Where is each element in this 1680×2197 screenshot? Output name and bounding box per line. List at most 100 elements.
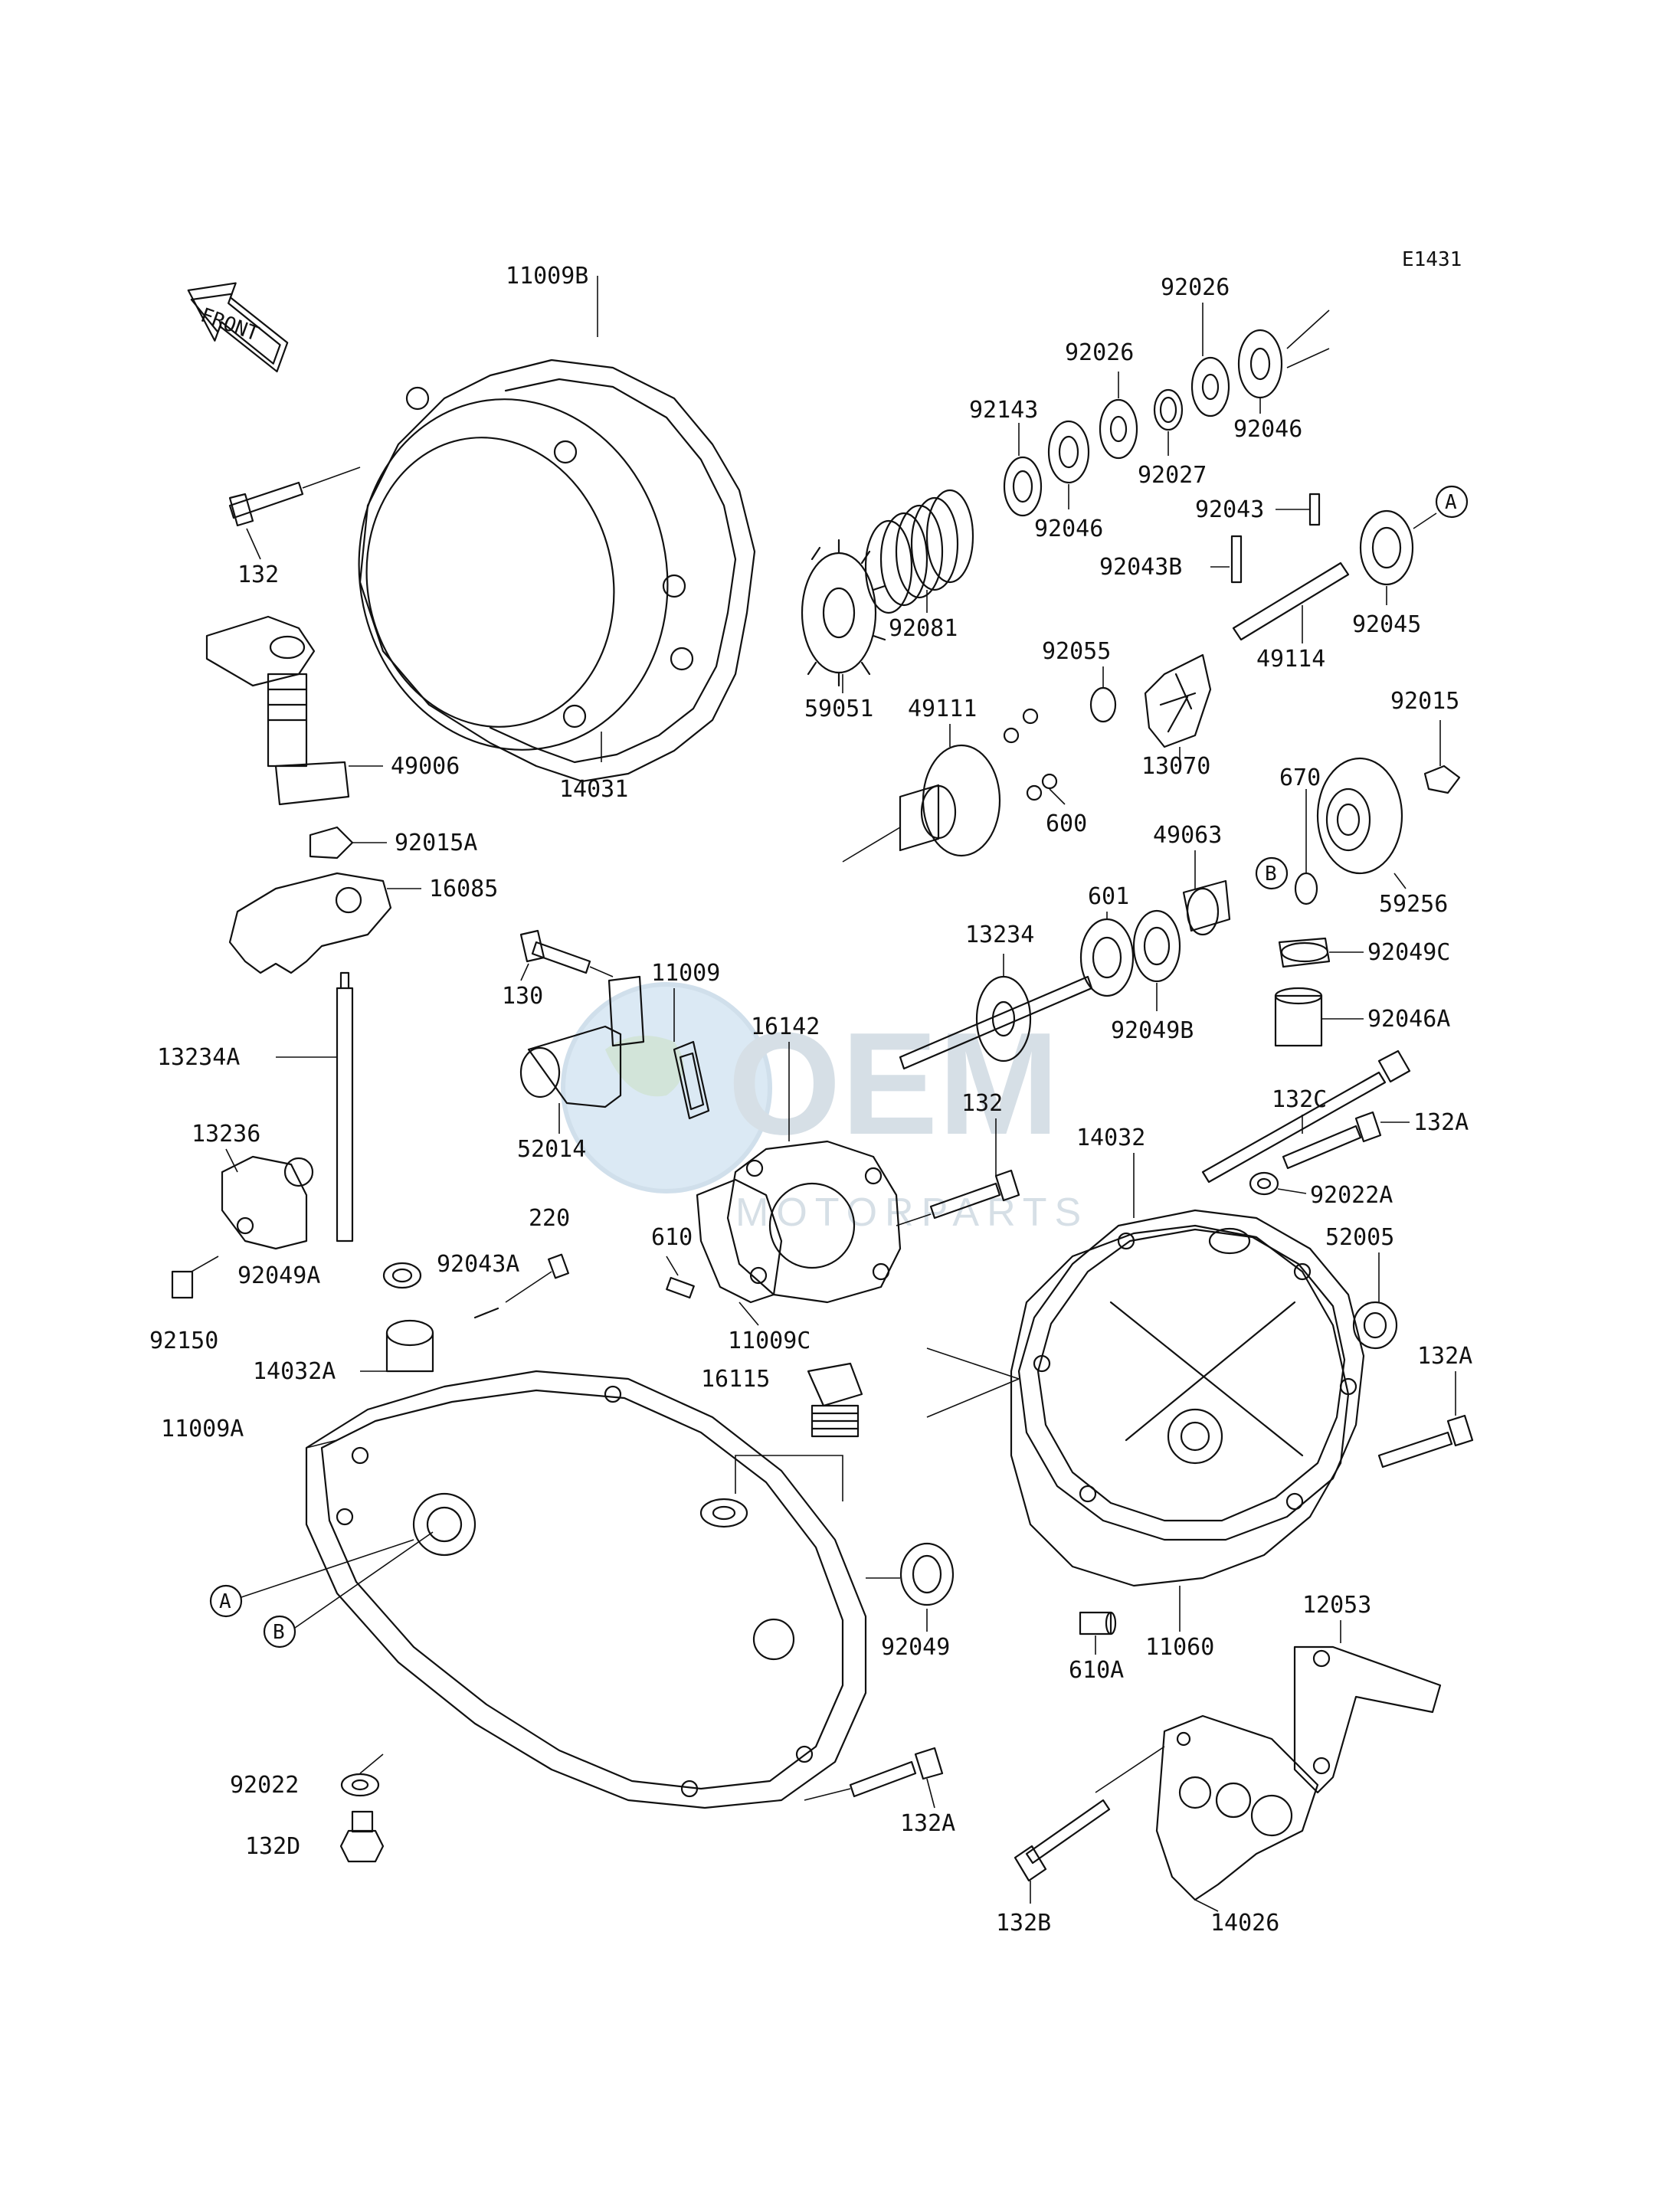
balls-600 bbox=[1003, 708, 1066, 805]
sleeve-49063 bbox=[1182, 850, 1231, 936]
washer-92026-b bbox=[1190, 303, 1230, 417]
label-132-top: 132 bbox=[237, 562, 279, 588]
label-132D: 132D bbox=[245, 1833, 300, 1860]
label-610A: 610A bbox=[1069, 1657, 1124, 1684]
plug-16115 bbox=[807, 1362, 863, 1438]
label-92046-b: 92046 bbox=[1233, 416, 1302, 443]
nut-92015A bbox=[309, 826, 387, 859]
label-92015A: 92015A bbox=[395, 830, 477, 856]
label-11009: 11009 bbox=[651, 960, 720, 987]
bolt-132-top bbox=[228, 467, 361, 560]
bolt-132D bbox=[339, 1810, 385, 1863]
label-14032A: 14032A bbox=[253, 1358, 336, 1385]
watermark-logo: OEM MOTORPARTS bbox=[561, 982, 1089, 1235]
seal-92049 bbox=[866, 1542, 955, 1632]
bolt-132A-bottom bbox=[804, 1747, 944, 1809]
collar-92143 bbox=[1003, 423, 1043, 517]
bolt-132C bbox=[1201, 1049, 1411, 1184]
bracket-12053 bbox=[1293, 1620, 1442, 1794]
label-132-mid: 132 bbox=[961, 1090, 1003, 1117]
label-601: 601 bbox=[1088, 883, 1129, 910]
callout-B-right: B bbox=[1255, 856, 1289, 890]
label-49006: 49006 bbox=[391, 753, 460, 780]
bolt-132A-right1 bbox=[1282, 1111, 1410, 1170]
label-14026: 14026 bbox=[1210, 1910, 1279, 1937]
label-92022: 92022 bbox=[230, 1772, 299, 1799]
shaft-13234 bbox=[899, 954, 1093, 1070]
label-11009A: 11009A bbox=[161, 1416, 244, 1442]
oring-670 bbox=[1294, 789, 1318, 905]
elbow-52014 bbox=[519, 975, 645, 1134]
bolt-132A-right2 bbox=[1377, 1371, 1474, 1468]
label-12053: 12053 bbox=[1302, 1592, 1371, 1619]
washer-92026-a bbox=[1099, 372, 1138, 460]
impeller-13070 bbox=[1144, 653, 1212, 770]
label-132A-right2: 132A bbox=[1417, 1343, 1472, 1370]
label-49111: 49111 bbox=[908, 696, 977, 722]
label-92055: 92055 bbox=[1042, 638, 1111, 665]
label-11009B: 11009B bbox=[506, 263, 588, 290]
callout-B-left: B bbox=[263, 1531, 434, 1649]
label-132B: 132B bbox=[996, 1910, 1051, 1937]
label-92049A: 92049A bbox=[237, 1262, 320, 1289]
label-92015: 92015 bbox=[1390, 688, 1459, 715]
label-13070: 13070 bbox=[1141, 753, 1210, 780]
label-92049B: 92049B bbox=[1111, 1017, 1194, 1044]
seal-92049B bbox=[1132, 909, 1181, 1011]
label-220: 220 bbox=[529, 1205, 570, 1232]
washer-92022 bbox=[340, 1753, 384, 1797]
guard-14026 bbox=[1095, 1714, 1319, 1912]
label-14032: 14032 bbox=[1076, 1125, 1145, 1151]
gear-59051 bbox=[801, 539, 886, 693]
label-92022A: 92022A bbox=[1310, 1182, 1393, 1209]
screw-92150 bbox=[171, 1256, 219, 1299]
label-670: 670 bbox=[1279, 765, 1321, 791]
bolt-132-mid bbox=[896, 1118, 1020, 1226]
label-92026-b: 92026 bbox=[1161, 274, 1230, 301]
callout-A-left: A bbox=[209, 1539, 414, 1618]
label-52014: 52014 bbox=[517, 1136, 586, 1163]
front-arrow-icon: FRONT bbox=[187, 282, 289, 373]
thrust-bearing-92046-a bbox=[1047, 420, 1090, 509]
gear-59256 bbox=[1316, 757, 1407, 889]
gasket-11009C bbox=[696, 1178, 783, 1326]
oring-92055 bbox=[1089, 666, 1117, 723]
seal-92049C bbox=[1278, 937, 1364, 968]
label-11060: 11060 bbox=[1145, 1634, 1214, 1661]
label-92143: 92143 bbox=[969, 397, 1038, 424]
label-132C: 132C bbox=[1272, 1086, 1327, 1113]
label-92045: 92045 bbox=[1352, 611, 1421, 638]
label-49114: 49114 bbox=[1256, 646, 1325, 673]
pin-92043B bbox=[1210, 535, 1243, 584]
label-13234A: 13234A bbox=[157, 1044, 240, 1071]
dowel-610A bbox=[1079, 1611, 1117, 1655]
watermark-text: MOTORPARTS bbox=[735, 1190, 1089, 1235]
label-52005: 52005 bbox=[1325, 1224, 1394, 1251]
label-132A-bottom: 132A bbox=[900, 1810, 955, 1837]
label-92150: 92150 bbox=[149, 1328, 218, 1354]
bracket-13236 bbox=[221, 1148, 314, 1250]
callout-letter: A bbox=[219, 1590, 231, 1613]
label-16142: 16142 bbox=[751, 1013, 820, 1040]
label-16085: 16085 bbox=[429, 876, 498, 902]
washer-92022A bbox=[1249, 1171, 1307, 1196]
label-49063: 49063 bbox=[1153, 822, 1222, 849]
label-92081: 92081 bbox=[889, 615, 958, 642]
seal-52005 bbox=[1352, 1252, 1398, 1350]
pump-cover-16142 bbox=[726, 1042, 902, 1304]
label-92046-a: 92046 bbox=[1034, 516, 1103, 542]
label-92043: 92043 bbox=[1195, 496, 1264, 523]
callout-letter: B bbox=[273, 1621, 285, 1644]
governor-49111 bbox=[842, 724, 1001, 863]
label-610: 610 bbox=[651, 1224, 693, 1251]
label-92049: 92049 bbox=[881, 1634, 950, 1661]
label-11009C: 11009C bbox=[728, 1328, 811, 1354]
bearing-92045 bbox=[1359, 509, 1437, 605]
label-92046A: 92046A bbox=[1367, 1006, 1450, 1033]
crankcase-cover-11009A bbox=[305, 1370, 867, 1809]
callout-letter: B bbox=[1265, 863, 1277, 886]
callout-letter: A bbox=[1445, 491, 1457, 514]
label-92043B: 92043B bbox=[1099, 554, 1182, 581]
shaft-49114 bbox=[1232, 562, 1350, 643]
